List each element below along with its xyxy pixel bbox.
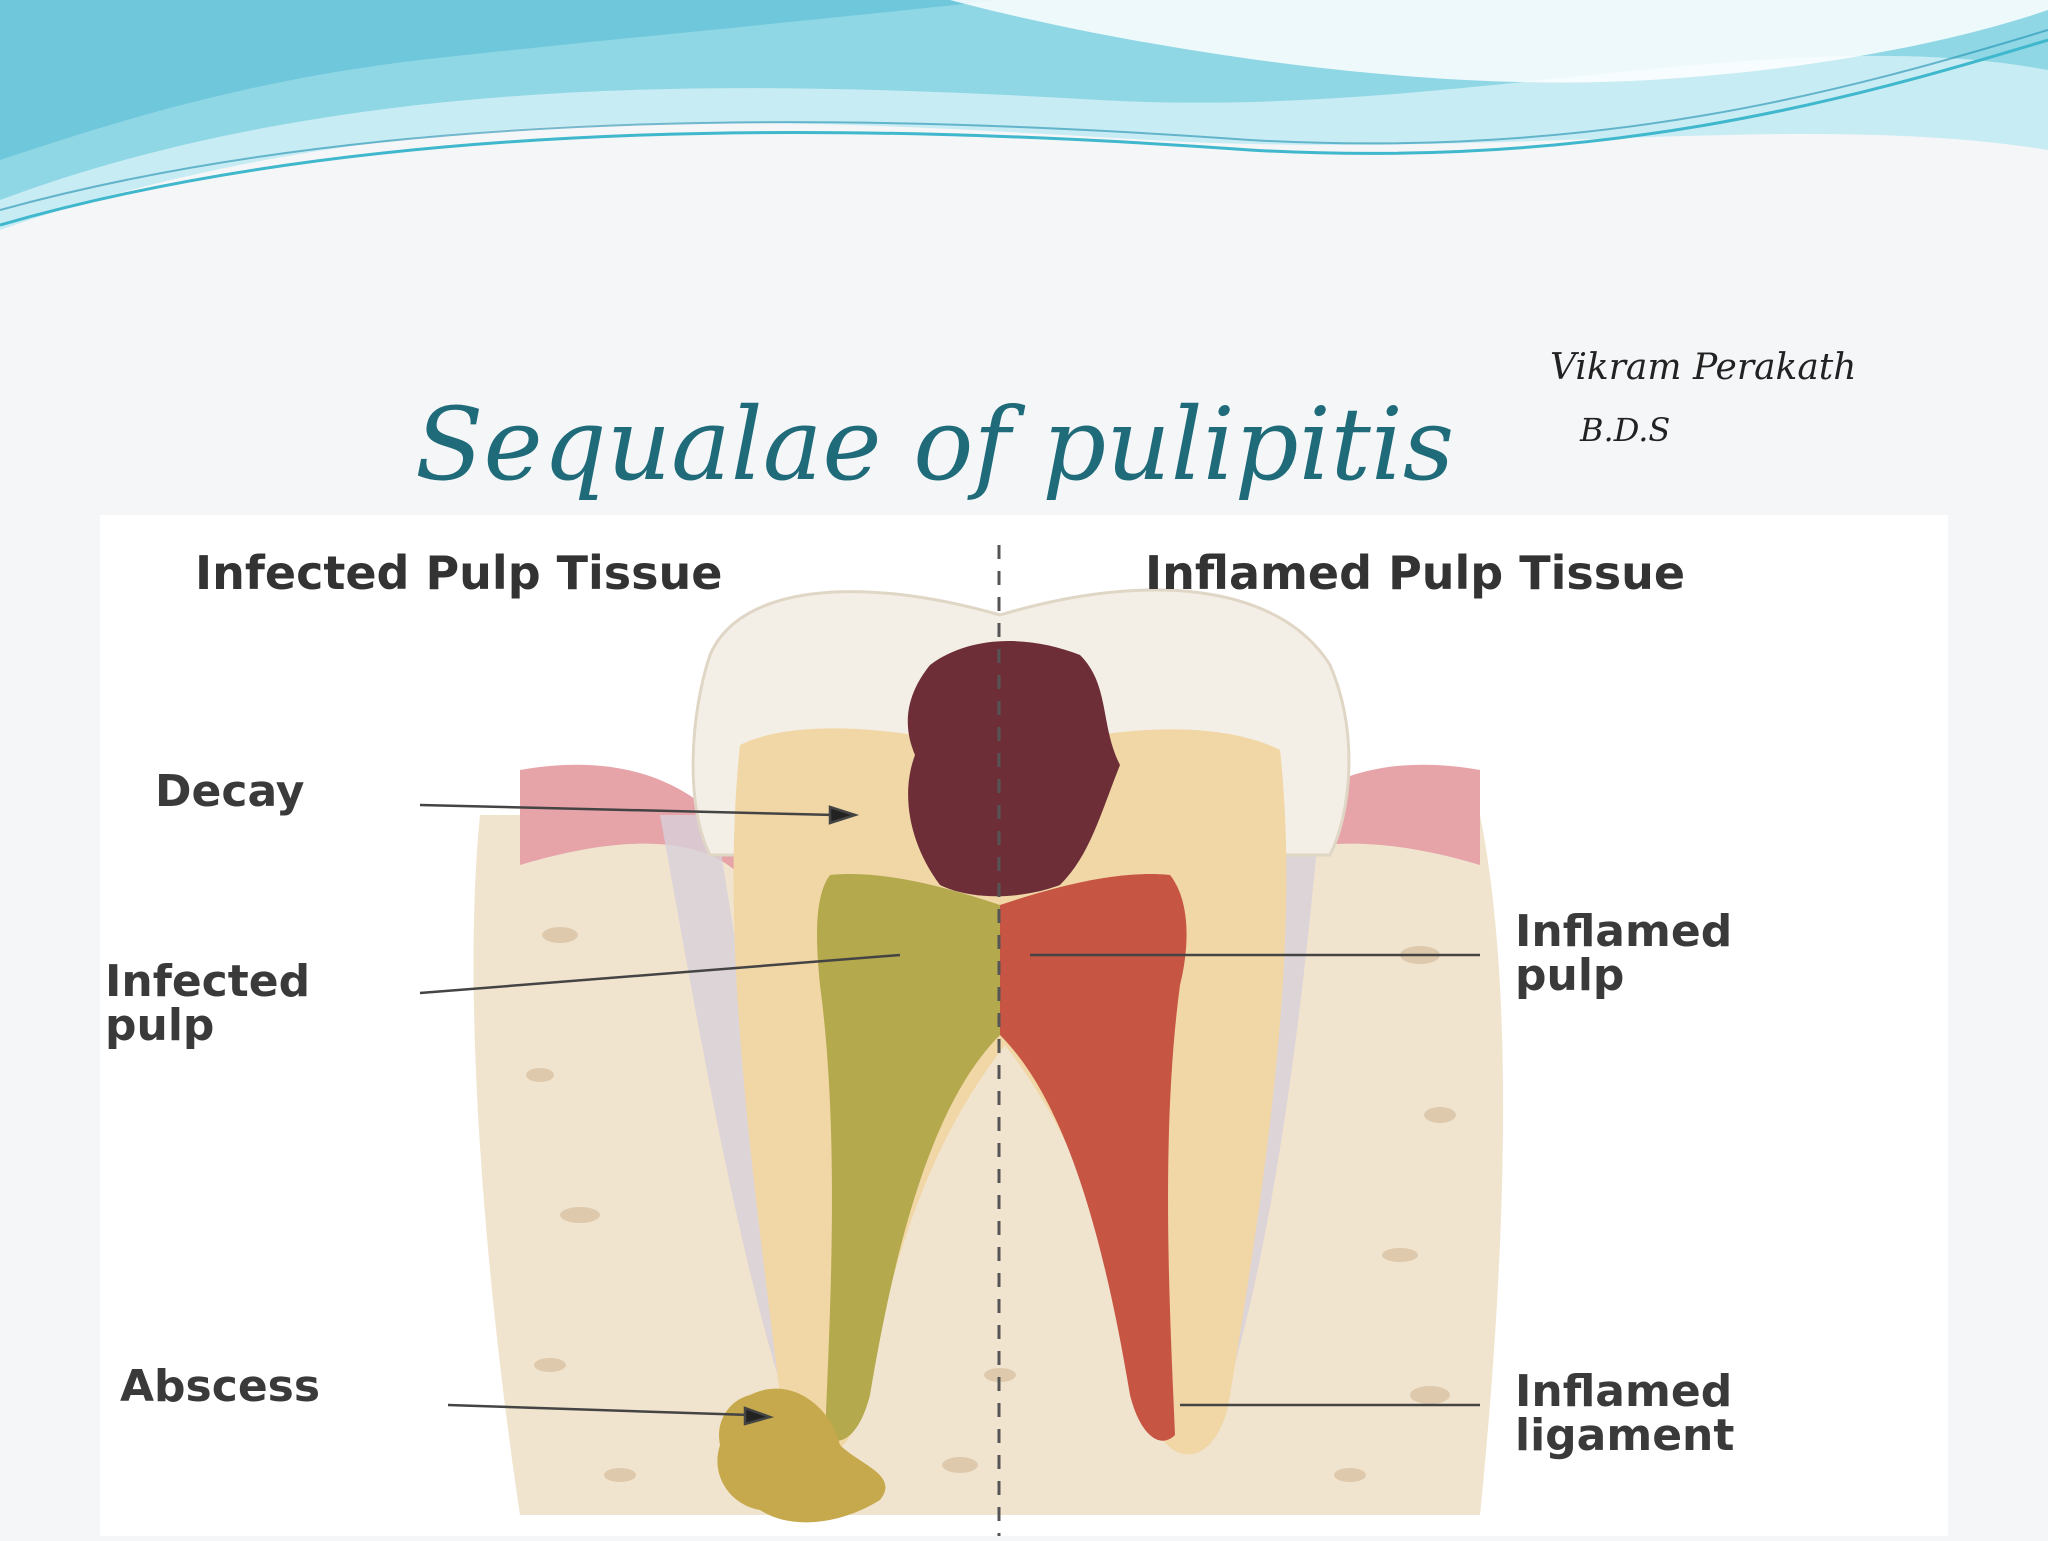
inflamed-pulp-shape [1000,874,1187,1441]
label-infected-pulp: Infected pulp [105,956,311,1051]
slide-title: Sequalae of pulipitis [415,386,1455,503]
author-name: Vikram Perakath [1550,347,1857,388]
abscess-shape [717,1388,886,1523]
right-header: Inflamed Pulp Tissue [1145,546,1686,600]
wave-banner [0,0,2048,230]
label-inflamed-ligament: Inflamed ligament [1515,1366,1735,1461]
infected-pulp-shape [817,874,1000,1441]
leader-lines [419,803,1480,1426]
label-abscess: Abscess [120,1361,321,1412]
label-decay: Decay [155,766,305,817]
decay-shape [907,641,1120,897]
author-degree: B.D.S [1580,411,1671,449]
left-header: Infected Pulp Tissue [195,546,723,600]
label-inflamed-pulp: Inflamed pulp [1515,906,1733,1001]
tooth-illustration [419,545,1504,1536]
bone-texture [526,927,1456,1482]
pulpitis-diagram: Infected Pulp Tissue Inflamed Pulp Tissu… [100,515,1948,1536]
